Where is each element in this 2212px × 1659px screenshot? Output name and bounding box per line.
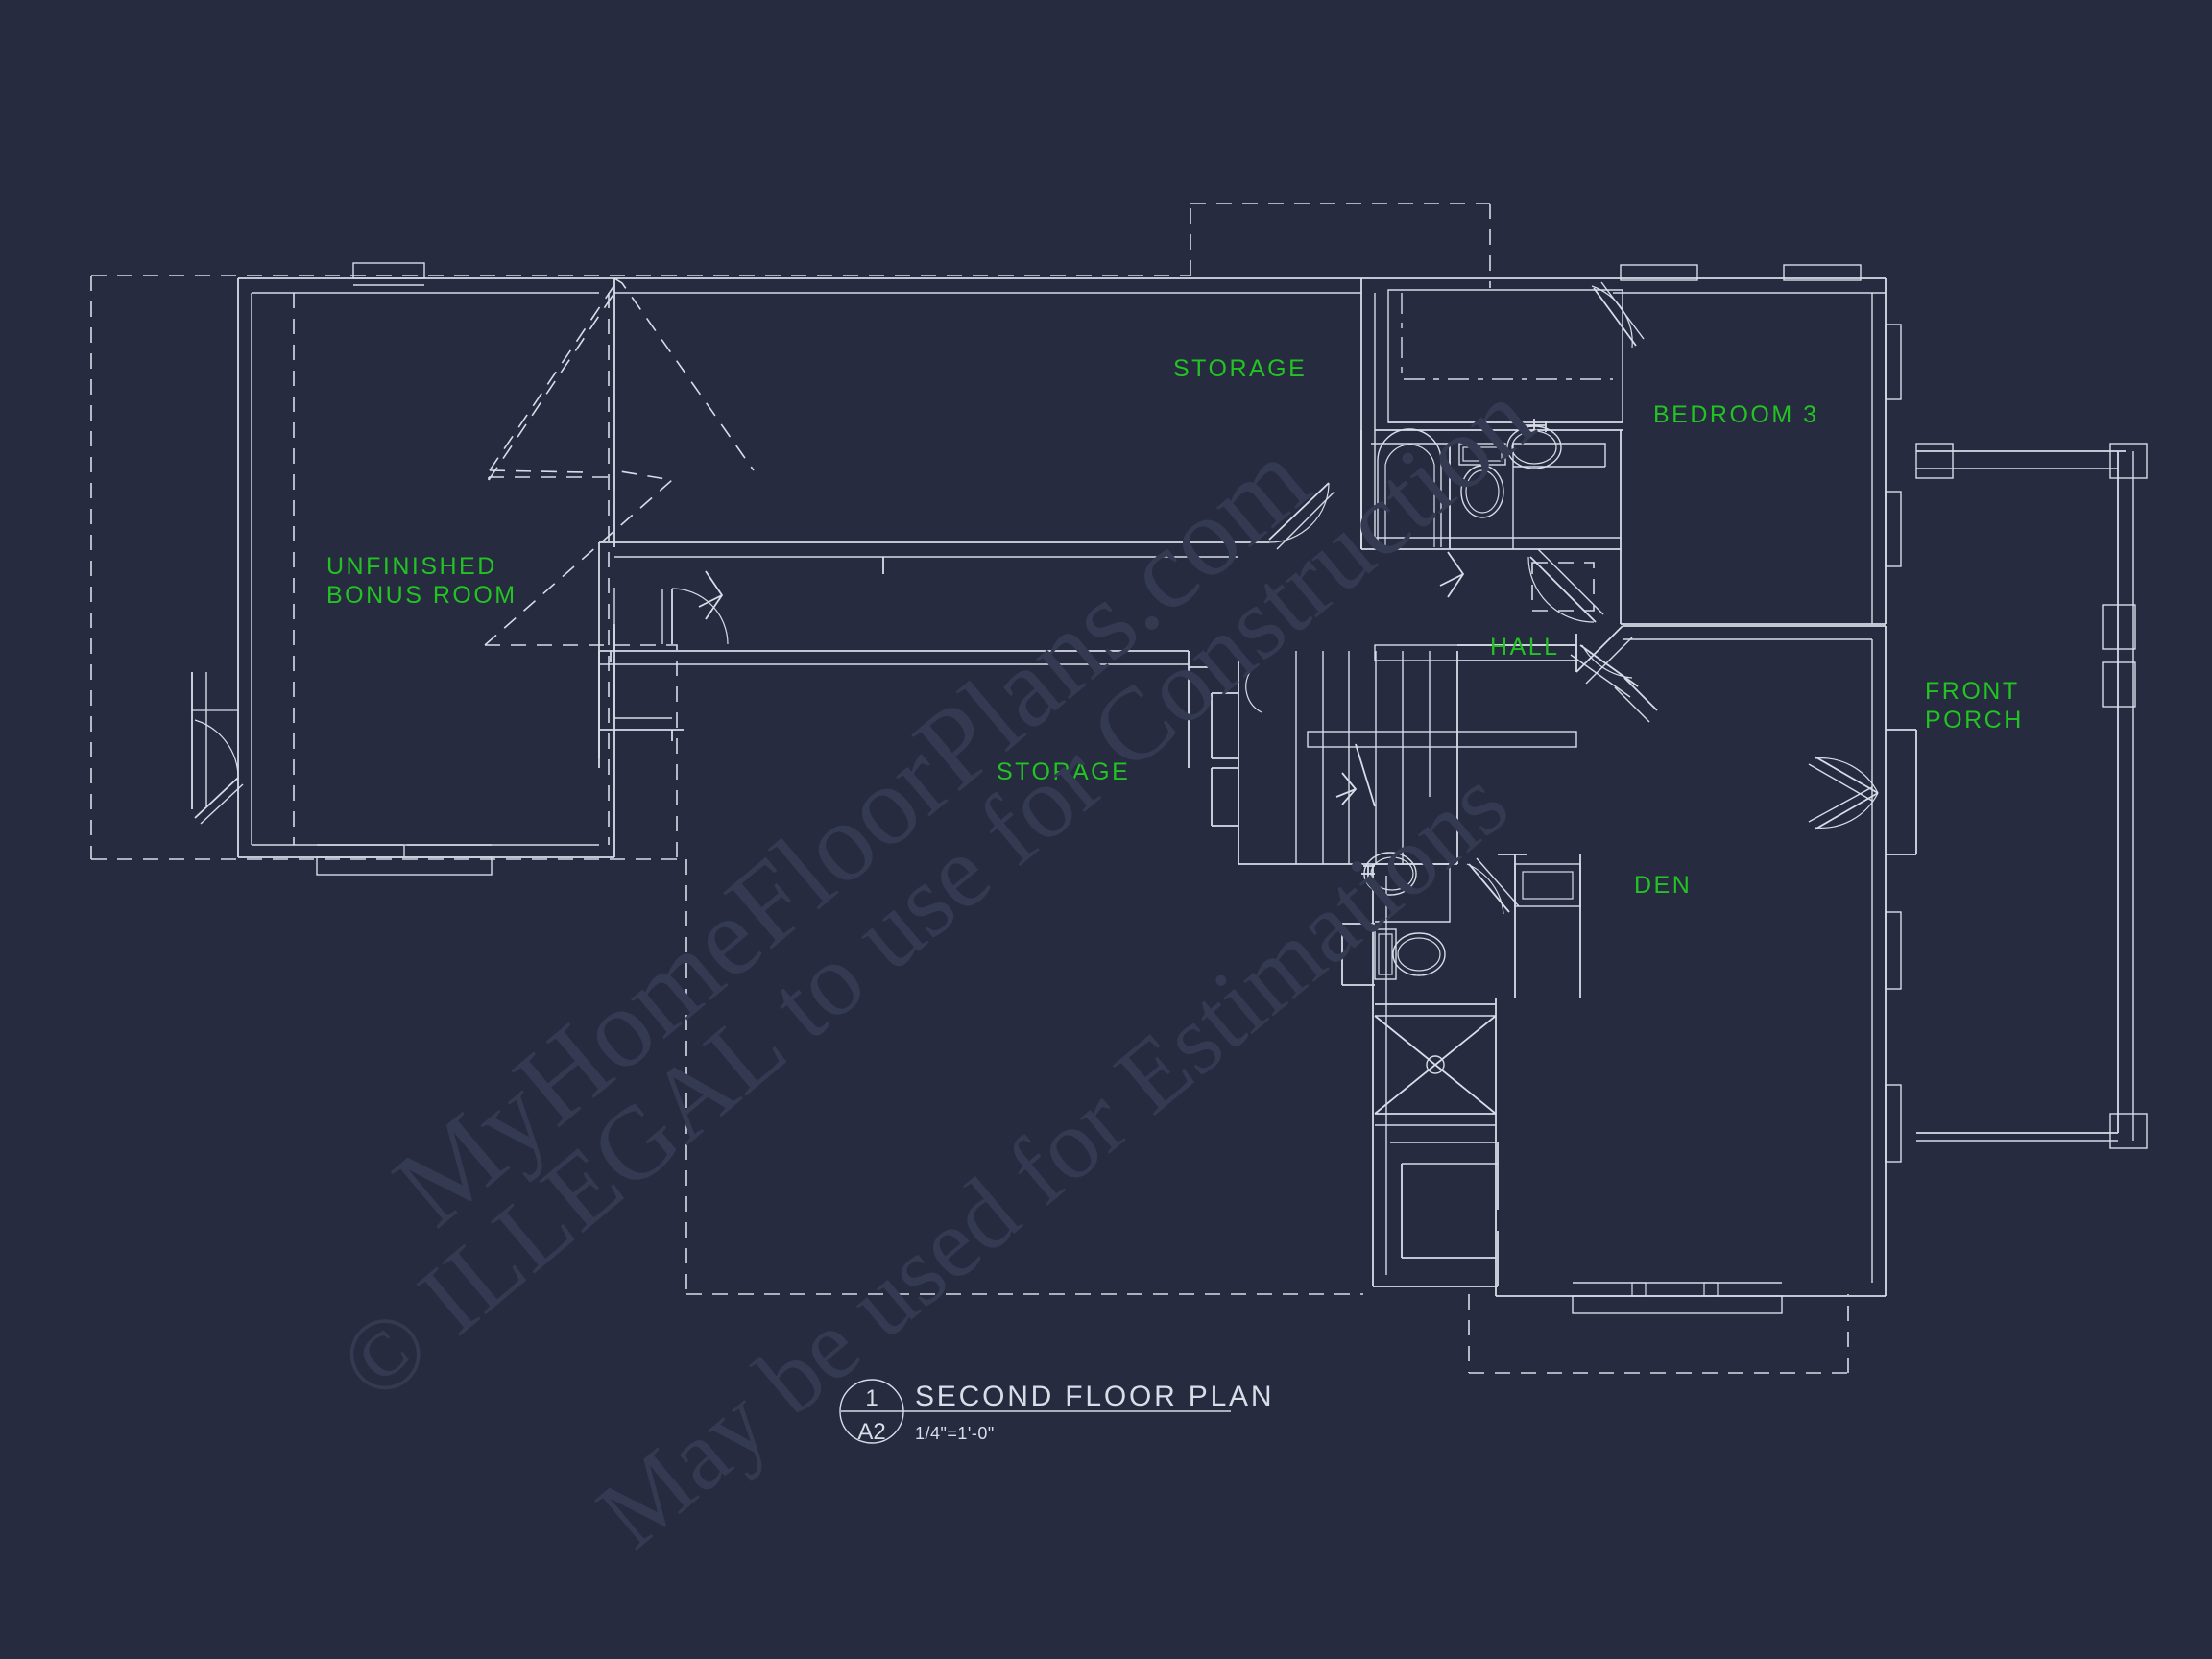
roof-outline-dashed [90, 203, 1849, 1374]
bifold-door-marker-b [1439, 551, 1465, 598]
title-block: 1 A2 SECOND FLOOR PLAN 1/4"=1'-0" [839, 1379, 1274, 1445]
room-label-unfinished-bonus-room-line1: UNFINISHED [326, 553, 497, 580]
storage-lower-walls [598, 651, 1190, 768]
door-swing-corridor-right [1238, 482, 1335, 550]
staircase [1238, 634, 1577, 865]
bifold-door-marker-a [698, 570, 724, 620]
front-porch [1915, 443, 2148, 1149]
sheet-number: A2 [857, 1419, 885, 1445]
room-label-front-porch-line1: FRONT [1925, 678, 2020, 705]
roof-valley-dashed [489, 284, 615, 473]
room-label-hall: HALL [1490, 634, 1560, 661]
room-label-unfinished-bonus-room-line2: BONUS ROOM [326, 582, 517, 609]
detail-number: 1 [865, 1385, 878, 1411]
storage-upper-walls [598, 277, 1361, 758]
bedroom-3-walls [1531, 264, 1902, 625]
room-label-storage-lower: STORAGE [997, 758, 1130, 785]
plan-scale: 1/4"=1'-0" [915, 1424, 995, 1443]
room-label-storage-upper: STORAGE [1173, 355, 1307, 382]
bathroom-lower [1341, 852, 1527, 1287]
room-labels: UNFINISHED BONUS ROOM STORAGE STORAGE BE… [326, 355, 2024, 899]
bathroom-upper [1360, 277, 1645, 623]
plan-title: SECOND FLOOR PLAN [915, 1381, 1274, 1412]
room-label-front-porch-line2: PORCH [1925, 707, 2024, 733]
door-swing-corridor-left [661, 588, 729, 645]
room-label-bedroom-3: BEDROOM 3 [1653, 401, 1819, 428]
hall-left-walls [1188, 666, 1238, 827]
room-label-den: DEN [1634, 872, 1692, 899]
unfinished-bonus-room-walls [191, 262, 755, 876]
den-walls [1495, 625, 1917, 1314]
